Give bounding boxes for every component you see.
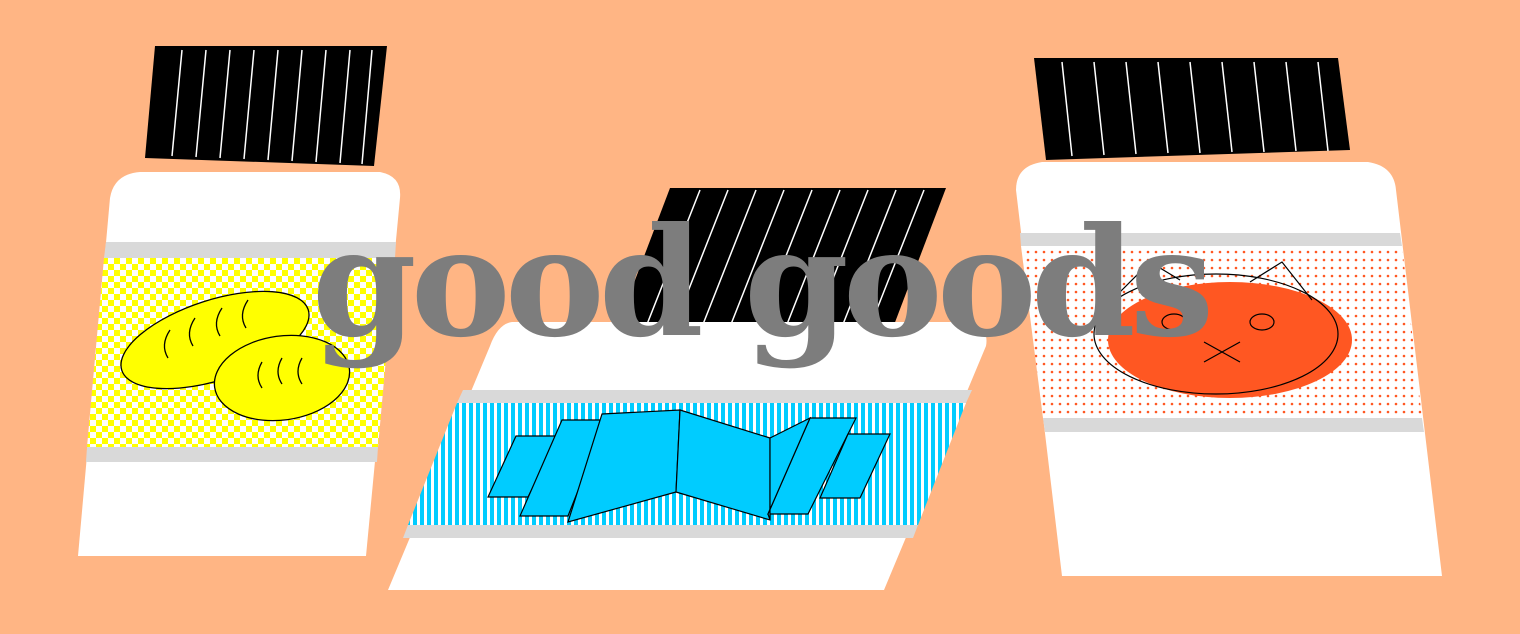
cat-jar xyxy=(1016,58,1442,576)
lid-ridges xyxy=(1061,61,1329,157)
lid-ridges xyxy=(639,189,925,343)
bread-label-band-bottom xyxy=(86,447,378,462)
candy-wrapper-icon xyxy=(487,409,891,523)
lid-ridges xyxy=(171,49,373,165)
cat-face-icon xyxy=(1093,261,1352,398)
candy-label-band-top xyxy=(457,390,972,403)
candy-jar xyxy=(388,188,987,590)
bread-label-band-top xyxy=(104,242,396,258)
candy-label-band-bottom xyxy=(403,525,918,538)
cat-label-band-bottom xyxy=(1043,418,1424,432)
candy-jar-lid xyxy=(610,188,946,346)
bread-loaves-icon xyxy=(120,290,351,422)
page-title: good goods xyxy=(311,195,1214,371)
bread-jar xyxy=(78,46,401,556)
bread-jar-lid xyxy=(145,46,387,166)
cat-jar-lid xyxy=(1034,58,1350,160)
cat-label-band-top xyxy=(1020,233,1402,246)
